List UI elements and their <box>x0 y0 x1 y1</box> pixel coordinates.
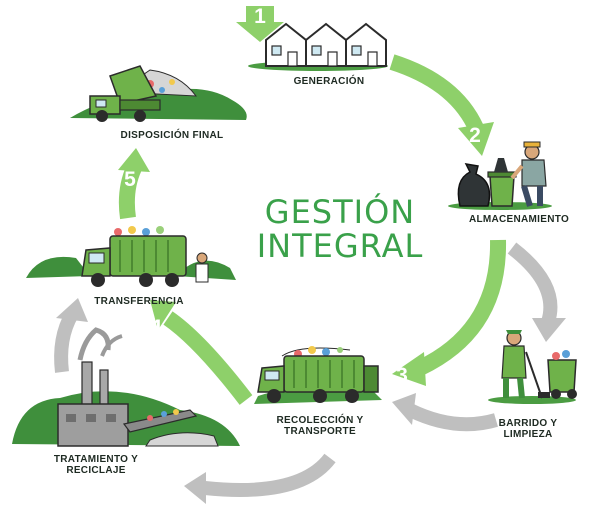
treatment-plant-illustration <box>12 327 240 447</box>
arrow-step-2 <box>389 54 484 132</box>
arrow-step-5 <box>118 164 142 220</box>
transfer-truck-illustration <box>26 226 236 287</box>
arrow-head-step-4 <box>150 300 176 330</box>
secondary-flow-arrows <box>54 242 566 504</box>
step-1-number: 1 <box>254 5 266 28</box>
label-tratamiento-reciclaje: Tratamiento y reciclaje <box>53 454 139 476</box>
label-disposicion-final: Disposición final <box>120 130 224 141</box>
title-line-2: INTEGRAL <box>256 227 424 265</box>
label-generacion: Generación <box>293 76 365 87</box>
arrow-head-tratamiento-to-transferencia <box>56 298 88 322</box>
arrow-head-recoleccion-to-tratamiento <box>184 472 206 504</box>
label-almacenamiento: Almacenamiento <box>468 214 570 225</box>
arrow-head-to-barrido <box>532 318 566 342</box>
sweeper-illustration <box>488 330 577 404</box>
landfill-truck-illustration <box>70 65 247 122</box>
storage-illustration <box>448 141 552 210</box>
step-2-number: 2 <box>469 124 481 147</box>
arrow-barrido-to-recoleccion <box>406 403 498 432</box>
arrow-tratamiento-to-transferencia <box>54 310 79 373</box>
arrow-to-barrido <box>507 242 558 325</box>
arrow-head-barrido-to-recoleccion <box>392 393 416 425</box>
title-line-1: GESTIÓN <box>264 193 416 231</box>
main-cycle-arrows <box>118 6 507 405</box>
arrow-step-3 <box>416 239 507 376</box>
arrow-step-4 <box>163 311 253 405</box>
step-5-number: 5 <box>124 168 136 191</box>
step-3-number: 3 <box>396 364 408 387</box>
houses-illustration <box>248 22 388 71</box>
arrow-head-step-2 <box>458 122 494 156</box>
arrow-head-step-5 <box>118 148 150 172</box>
step-4-number: 4 <box>150 316 162 339</box>
label-barrido-limpieza: Barrido y limpieza <box>498 418 558 440</box>
collection-truck-illustration <box>254 346 382 404</box>
arrow-step-1 <box>236 6 284 42</box>
arrow-head-step-3 <box>392 352 426 386</box>
arrow-recoleccion-to-tratamiento <box>204 453 336 497</box>
label-transferencia: Transferencia <box>94 296 184 307</box>
label-recoleccion-transporte: Recolección y transporte <box>276 415 364 437</box>
